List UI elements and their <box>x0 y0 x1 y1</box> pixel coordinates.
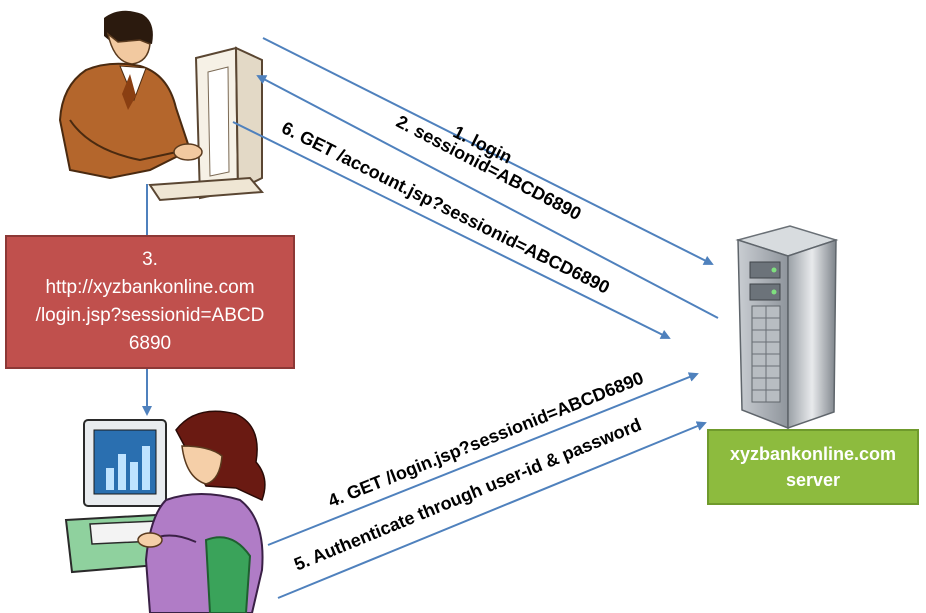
link-line-3: /login.jsp?sessionid=ABCD <box>36 305 265 326</box>
label-step-2: 2. sessionid=ABCD6890 <box>393 111 585 224</box>
arrow-step-1 <box>262 37 714 265</box>
arrow-step-2 <box>256 75 719 319</box>
link-line-1: 3. <box>142 249 158 270</box>
arrow-step-5 <box>277 421 707 599</box>
link-line-4: 6890 <box>129 333 171 354</box>
link-line-2: http://xyzbankonline.com <box>45 277 254 298</box>
edges <box>142 37 719 599</box>
server-tower-icon <box>735 225 839 430</box>
server-label-box: xyzbankonline.com server <box>707 429 919 505</box>
arrow-step-6 <box>232 121 671 339</box>
malicious-link-box: 3. http://xyzbankonline.com /login.jsp?s… <box>5 235 295 369</box>
server-label-line-2: server <box>786 470 840 490</box>
woman-at-computer-icon <box>64 410 266 613</box>
arrow-step-4 <box>267 372 699 546</box>
server-label-line-1: xyzbankonline.com <box>730 444 896 464</box>
man-at-computer-icon <box>58 10 265 202</box>
